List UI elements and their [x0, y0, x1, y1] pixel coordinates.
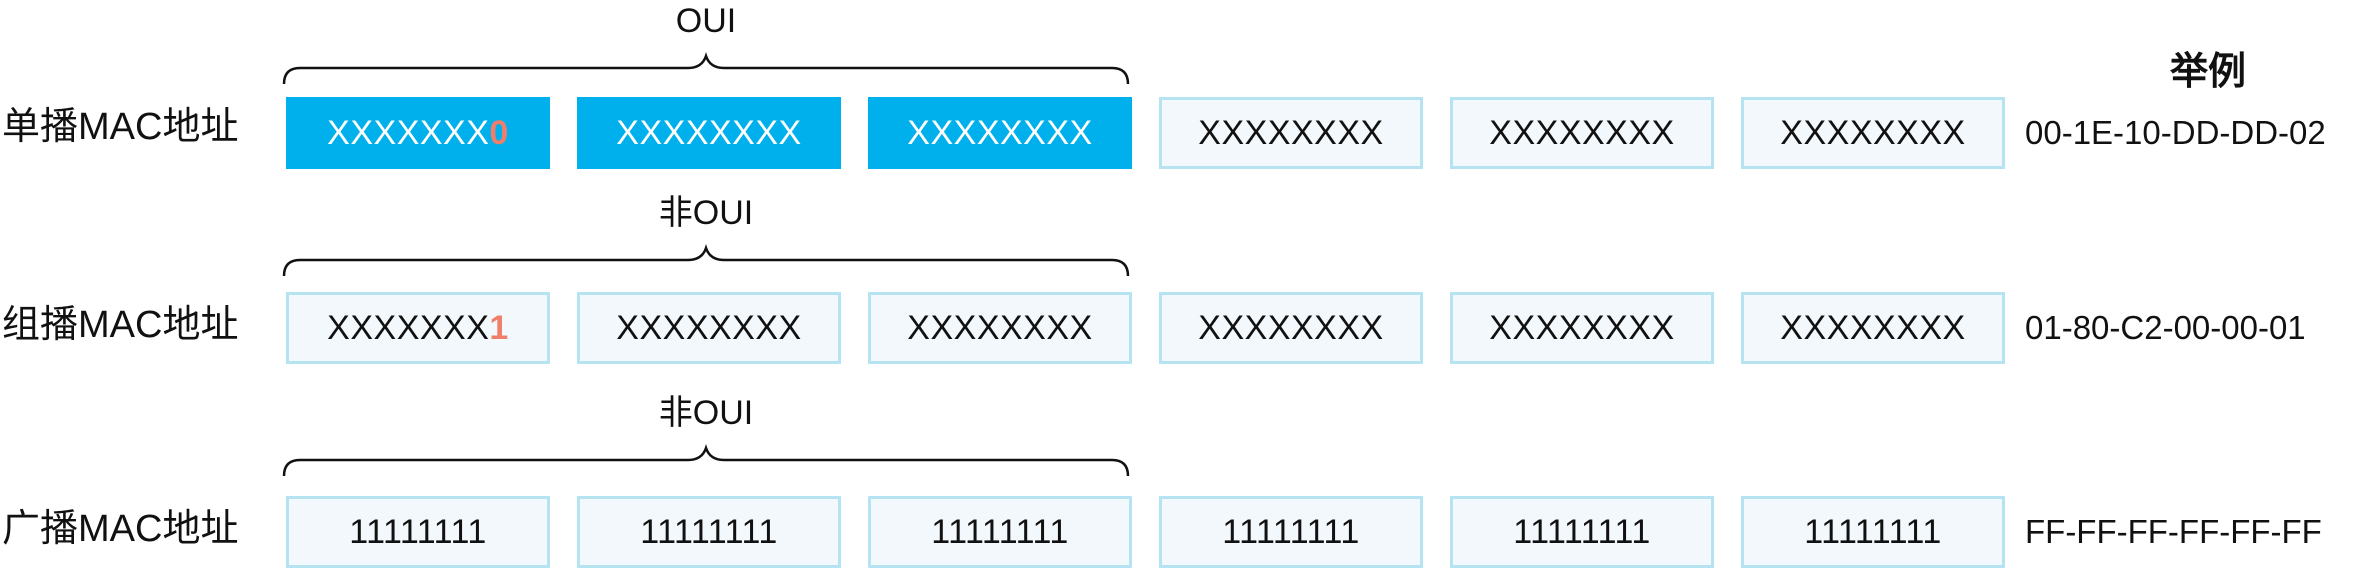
broadcast-example: FF-FF-FF-FF-FF-FF — [2025, 513, 2322, 550]
example-header: 举例 — [2170, 51, 2247, 93]
byte-bits: XXXXXXXX — [1780, 114, 1966, 152]
byte-bits: XXXXXXXX — [907, 309, 1093, 347]
unicast-byte-6: XXXXXXXX — [1741, 97, 2005, 169]
multicast-ig-bit: 1 — [489, 309, 509, 347]
multicast-byte-3: XXXXXXXX — [868, 292, 1132, 364]
multicast-byte-4: XXXXXXXX — [1159, 292, 1423, 364]
broadcast-row-label: 广播MAC地址 — [2, 508, 239, 550]
unicast-brace-label: OUI — [675, 2, 737, 40]
byte-bits: XXXXXXXX — [1198, 114, 1384, 152]
unicast-byte-3: XXXXXXXX — [868, 97, 1132, 169]
byte-bits: XXXXXXXX — [616, 309, 802, 347]
unicast-byte-5: XXXXXXXX — [1450, 97, 1714, 169]
broadcast-byte-6: 11111111 — [1741, 496, 2005, 568]
byte-bits: 11111111 — [1222, 513, 1360, 551]
byte-bits: 11111111 — [1513, 513, 1651, 551]
unicast-row-label: 单播MAC地址 — [2, 106, 239, 148]
byte-bits: XXXXXXXX — [1489, 309, 1675, 347]
multicast-row-label: 组播MAC地址 — [2, 304, 239, 346]
broadcast-byte-3: 11111111 — [868, 496, 1132, 568]
unicast-ig-bit: 0 — [489, 114, 509, 152]
byte-bits: XXXXXXXX — [616, 114, 802, 152]
byte-bits: XXXXXXXX — [1780, 309, 1966, 347]
unicast-byte-2: XXXXXXXX — [577, 97, 841, 169]
unicast-byte-4: XXXXXXXX — [1159, 97, 1423, 169]
multicast-brace-label: 非OUI — [658, 194, 754, 232]
multicast-example: 01-80-C2-00-00-01 — [2025, 309, 2306, 346]
byte-bits: XXXXXXXX — [1198, 309, 1384, 347]
unicast-oui-brace — [282, 52, 1130, 85]
byte-bits: 11111111 — [1804, 513, 1942, 551]
byte-bits: XXXXXXX — [327, 114, 490, 152]
broadcast-byte-4: 11111111 — [1159, 496, 1423, 568]
byte-bits: XXXXXXXX — [907, 114, 1093, 152]
byte-bits: XXXXXXXX — [1489, 114, 1675, 152]
broadcast-byte-2: 11111111 — [577, 496, 841, 568]
unicast-example: 00-1E-10-DD-DD-02 — [2025, 114, 2326, 151]
byte-bits: 11111111 — [640, 513, 778, 551]
byte-bits: 11111111 — [349, 513, 487, 551]
byte-bits: XXXXXXX — [327, 309, 490, 347]
broadcast-non-oui-brace — [282, 444, 1130, 477]
broadcast-byte-5: 11111111 — [1450, 496, 1714, 568]
byte-bits: 11111111 — [931, 513, 1069, 551]
multicast-byte-6: XXXXXXXX — [1741, 292, 2005, 364]
multicast-non-oui-brace — [282, 244, 1130, 277]
broadcast-brace-label: 非OUI — [658, 394, 754, 432]
broadcast-byte-1: 11111111 — [286, 496, 550, 568]
multicast-byte-5: XXXXXXXX — [1450, 292, 1714, 364]
multicast-byte-2: XXXXXXXX — [577, 292, 841, 364]
